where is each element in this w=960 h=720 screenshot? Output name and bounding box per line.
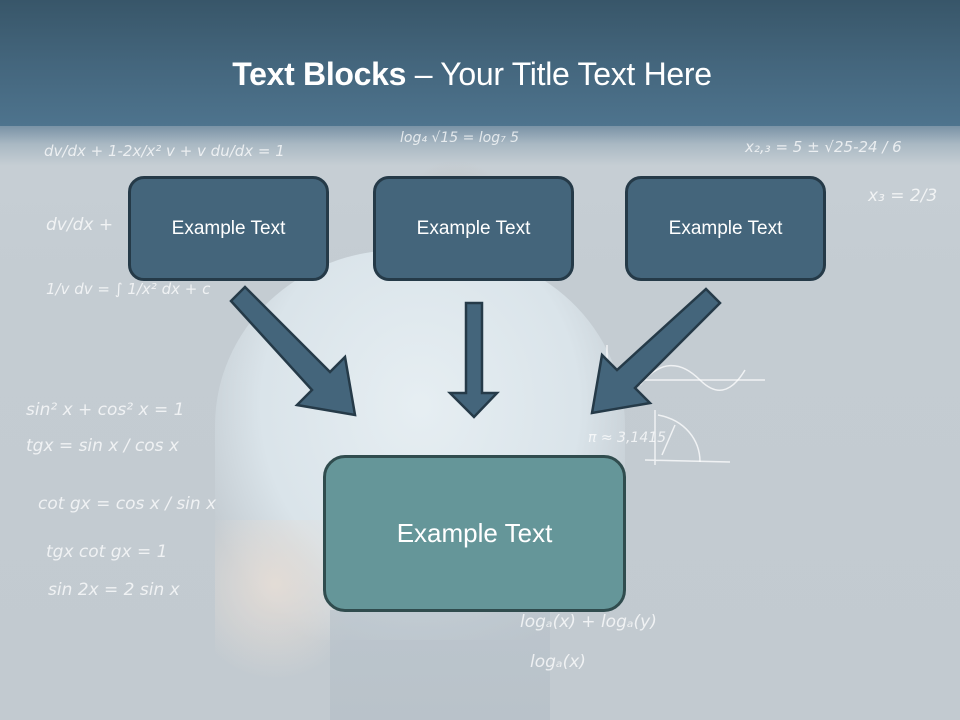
chalk-formula: logₐ(x): [530, 652, 586, 672]
title-separator: –: [406, 56, 441, 92]
text-block-3-label: Example Text: [668, 217, 783, 239]
header-fade: [0, 126, 960, 166]
chalk-formula: cot gx = cos x / sin x: [38, 494, 217, 514]
chalk-formula: x₃ = 2/3: [868, 186, 938, 206]
chalk-formula: sin 2x = 2 sin x: [48, 580, 180, 600]
chalk-formula: log₄ √15 = log₇ 5: [400, 130, 520, 146]
chalk-formula: x₂,₃ = 5 ± √25-24 / 6: [745, 138, 902, 156]
chalk-formula: sin² x + cos² x = 1: [26, 400, 185, 420]
main-text-block-label: Example Text: [396, 518, 553, 548]
title-regular-part: Your Title Text Here: [440, 56, 712, 92]
chalk-formula: dv/dx + 1-2x/x² v + v du/dx = 1: [44, 142, 285, 160]
text-block-1[interactable]: Example Text: [128, 176, 329, 281]
chalk-formula: π ≈ 3,1415: [588, 430, 667, 446]
arrow-down-left-icon: [590, 287, 722, 415]
text-block-2[interactable]: Example Text: [373, 176, 574, 281]
arrow-down-right-icon: [229, 285, 357, 417]
text-block-3[interactable]: Example Text: [625, 176, 826, 281]
title-bold-part: Text Blocks: [232, 56, 407, 92]
chalk-formula: logₐ(x) + logₐ(y): [520, 612, 657, 632]
chalk-formula: dv/dx +: [46, 215, 114, 235]
header-band: [0, 0, 960, 128]
text-block-1-label: Example Text: [171, 217, 286, 239]
slide-title: Text Blocks – Your Title Text Here: [0, 52, 944, 96]
chalk-formula: tgx = sin x / cos x: [26, 436, 179, 456]
arrow-down-icon: [446, 301, 500, 419]
chalk-formula: 1/v dv = ∫ 1/x² dx + c: [46, 280, 211, 298]
main-text-block[interactable]: Example Text: [323, 455, 626, 612]
text-block-2-label: Example Text: [416, 217, 531, 239]
person-jeans-image: [330, 610, 550, 720]
chalk-formula: tgx cot gx = 1: [46, 542, 168, 562]
